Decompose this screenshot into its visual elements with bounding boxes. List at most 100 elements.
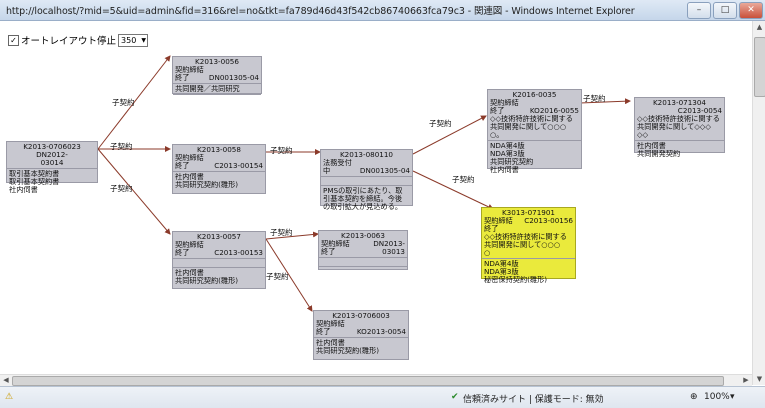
node-doc: 社内伺書 bbox=[490, 166, 519, 174]
toolbar: ✓ オートレイアウト停止 350▼ bbox=[8, 33, 149, 47]
diagram-canvas: ✓ オートレイアウト停止 350▼ 子契約 子契約 子契約 子契約 子契約 子契… bbox=[0, 21, 752, 385]
node-status: 契約締結 bbox=[484, 217, 513, 225]
node-doc: 社内伺書 bbox=[316, 339, 345, 347]
node-state: 終了 bbox=[175, 162, 190, 170]
scroll-down-icon[interactable]: ▼ bbox=[756, 375, 763, 383]
zoom-select[interactable]: 350▼ bbox=[118, 33, 149, 47]
node-doc: 共同研究契約(雛形) bbox=[175, 181, 239, 189]
edge-label: 子契約 bbox=[266, 272, 289, 281]
node-doc: NDA第4版 bbox=[490, 142, 525, 150]
edge-label: 子契約 bbox=[452, 175, 475, 184]
node-doc: 共同研究契約(雛形) bbox=[175, 277, 239, 285]
node-doc: 社内伺書 bbox=[9, 186, 38, 194]
minimize-button[interactable]: – bbox=[687, 2, 711, 19]
security-zone-text[interactable]: 信頼済みサイト | 保護モード: 無効 bbox=[463, 395, 604, 405]
zoom-icon: ⊕ bbox=[690, 392, 698, 402]
horizontal-scrollbar[interactable]: ◀ ▶ bbox=[0, 374, 752, 386]
chevron-down-icon[interactable]: ▾ bbox=[730, 392, 735, 402]
vertical-scrollbar[interactable]: ▲ ▼ bbox=[752, 21, 765, 385]
node-title: K2013-0706003 bbox=[332, 312, 390, 320]
node-memo: 引基本契約を締結。今後 bbox=[323, 195, 403, 203]
node-memo: 共同開発に関して○○○ bbox=[490, 123, 567, 131]
node-state: 終了 bbox=[484, 225, 499, 233]
node-status: 契約締結 bbox=[321, 240, 350, 248]
edge-label: 子契約 bbox=[270, 228, 293, 237]
check-icon: ✔ bbox=[451, 392, 459, 402]
node-title: K2016-0035 bbox=[512, 91, 557, 99]
node-status: 契約締結 bbox=[490, 99, 519, 107]
contract-node-k2013-0063[interactable]: K2013-0063 契約締結 DN2013- 終了 03013 bbox=[318, 230, 408, 270]
node-state: 終了 bbox=[321, 248, 336, 256]
node-doc: 社内伺書 bbox=[637, 142, 666, 150]
warning-icon: ⚠ bbox=[5, 392, 14, 402]
node-doc: 秘密保持契約(雛形) bbox=[484, 276, 548, 284]
node-title: K2013-0056 bbox=[195, 58, 239, 66]
auto-layout-checkbox[interactable]: ✓ bbox=[8, 34, 19, 46]
node-doc: 取引基本契約書 bbox=[9, 178, 60, 186]
node-doc: 社内伺書 bbox=[175, 173, 204, 181]
node-memo: ◇◇技術特許技術に関する bbox=[490, 115, 573, 123]
node-code: DN001305-04 bbox=[208, 74, 259, 82]
edge-label: 子契約 bbox=[110, 184, 133, 193]
edge-layer bbox=[97, 55, 631, 312]
edge-0057-0063 bbox=[265, 231, 319, 240]
node-code: DN2013- bbox=[373, 240, 405, 248]
node-code: KO2013-0054 bbox=[356, 328, 406, 336]
contract-node-root[interactable]: K2013-0706023 DN2012- 03014 取引基本契約書 取引基本… bbox=[6, 141, 98, 194]
node-memo: ◇◇技術特許技術に関する bbox=[637, 115, 720, 123]
node-status: 法務受付 bbox=[323, 159, 352, 167]
node-code: 03013 bbox=[382, 248, 405, 256]
node-code: DN2012- bbox=[36, 151, 68, 159]
node-title: K2013-071304 bbox=[652, 99, 707, 107]
contract-node-k2013-071304[interactable]: K2013-071304 C2013-0054 ◇◇技術特許技術に関する 共同開… bbox=[634, 97, 725, 158]
node-empty-section bbox=[173, 94, 261, 103]
horizontal-scroll-thumb[interactable] bbox=[12, 376, 724, 386]
edge-0057-0705 bbox=[265, 238, 313, 312]
node-doc: 社内伺書 bbox=[175, 269, 204, 277]
zoom-level[interactable]: 100% bbox=[704, 392, 730, 402]
node-memo: ○。 bbox=[490, 131, 504, 139]
edge-label: 子契約 bbox=[110, 142, 133, 151]
vertical-scroll-thumb[interactable] bbox=[754, 37, 765, 97]
scroll-left-icon[interactable]: ◀ bbox=[3, 376, 9, 384]
node-title: K2013-080110 bbox=[339, 151, 394, 159]
node-doc: NDA第3版 bbox=[490, 150, 525, 158]
scroll-up-icon[interactable]: ▲ bbox=[756, 23, 763, 31]
node-memo: ◇◇技術特許技術に関する bbox=[484, 233, 567, 241]
edge-0110-0035 bbox=[412, 115, 487, 155]
edge-label: 子契約 bbox=[270, 146, 293, 155]
node-code: KO2016-0055 bbox=[529, 107, 579, 115]
node-status: 契約締結 bbox=[175, 241, 204, 249]
node-memo: 共同開発に関して◇◇◇ bbox=[637, 123, 711, 131]
node-empty-section bbox=[319, 266, 407, 275]
node-code: DN001305-04 bbox=[359, 167, 410, 175]
node-empty-section bbox=[321, 176, 412, 185]
window-title: http://localhost/?mid=5&uid=admin&fid=31… bbox=[6, 6, 635, 17]
node-memo: PMSの取引にあたり、取 bbox=[323, 187, 403, 195]
node-empty-section bbox=[173, 258, 265, 267]
node-code: C2013-00154 bbox=[214, 162, 263, 170]
node-title: K2013-0058 bbox=[197, 146, 241, 154]
node-doc: NDA第3版 bbox=[484, 268, 519, 276]
node-memo: 共同開発に関して○○○ bbox=[484, 241, 561, 249]
auto-layout-label: オートレイアウト停止 bbox=[21, 36, 117, 47]
maximize-button[interactable]: □ bbox=[713, 2, 737, 19]
node-state: 終了 bbox=[316, 328, 331, 336]
scroll-right-icon[interactable]: ▶ bbox=[743, 376, 749, 384]
node-state: 終了 bbox=[175, 74, 190, 82]
node-status: 契約締結 bbox=[175, 66, 204, 74]
edge-root-0056 bbox=[97, 55, 171, 150]
close-button[interactable]: ✕ bbox=[739, 2, 763, 19]
node-state: 中 bbox=[323, 167, 331, 175]
node-doc: 取引基本契約書 bbox=[9, 170, 60, 178]
edge-label: 子契約 bbox=[429, 119, 452, 128]
node-title: K2013-0063 bbox=[341, 232, 385, 240]
contract-node-k2013-080110[interactable]: K2013-080110 法務受付 中 DN001305-04 PMSの取引にあた… bbox=[320, 149, 413, 211]
node-empty-section bbox=[319, 257, 407, 266]
